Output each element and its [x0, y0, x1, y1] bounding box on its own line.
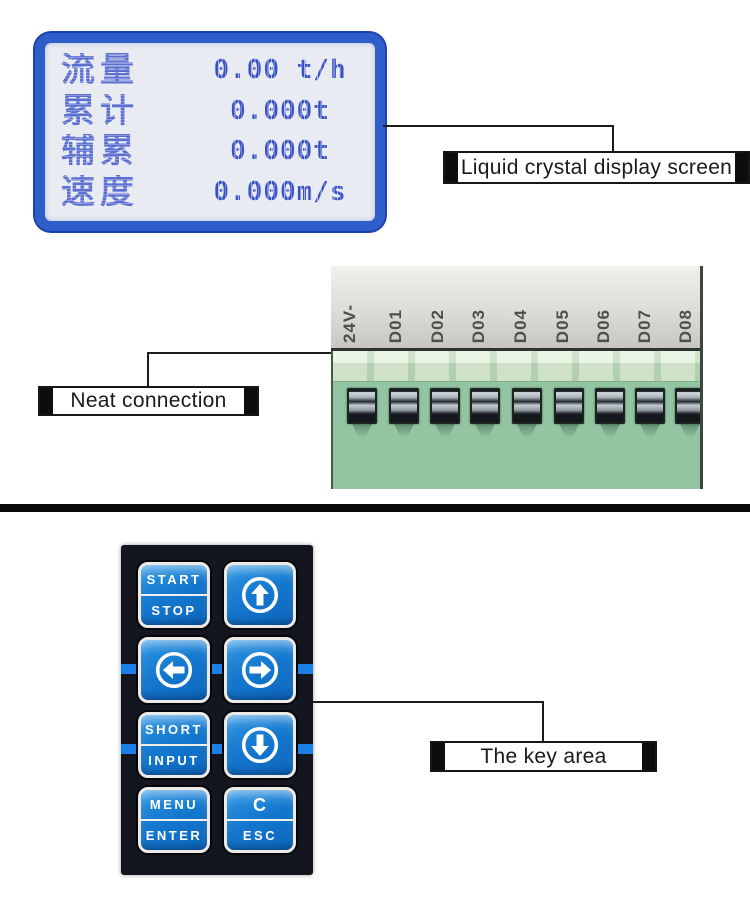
callout-end-cap [432, 743, 445, 770]
arrow-up-icon [241, 576, 279, 614]
arrow-left-icon [155, 651, 193, 689]
callout-end-cap [244, 388, 257, 414]
terminal-slot [347, 388, 377, 424]
button-label-menu: MENU [149, 797, 199, 812]
keypad-button-right [224, 637, 296, 703]
callout-end-cap [642, 743, 655, 770]
lcd-total-label: 累计 [61, 90, 139, 131]
terminal-slot [512, 388, 542, 424]
callout-lcd-text: Liquid crystal display screen [460, 155, 733, 179]
terminal-label-d03: D03 [469, 308, 488, 343]
keypad-button-menu-enter: MENU ENTER [138, 787, 210, 853]
callout-keypad-text: The key area [480, 744, 607, 768]
terminal-block [331, 351, 700, 489]
lcd-row-aux-total: 辅累 0.000t [61, 134, 365, 168]
terminal-marking-panel: 24V- D01 D02 D03 D04 D05 D06 D07 D08 [331, 266, 700, 351]
keypad-button-left [138, 637, 210, 703]
button-label-enter: ENTER [145, 828, 203, 843]
keypad-grid: START STOP [138, 562, 296, 853]
callout-lcd: Liquid crystal display screen [443, 151, 750, 184]
button-label-esc: ESC [242, 828, 278, 843]
keypad-button-up [224, 562, 296, 628]
lcd-aux-total-value: 0.000t [230, 136, 330, 167]
terminal-slot [635, 388, 665, 424]
terminal-slot [470, 388, 500, 424]
terminal-label-d04: D04 [511, 308, 530, 343]
button-label-c: C [253, 794, 267, 815]
keypad-connector-horizontal [313, 701, 544, 703]
callout-end-cap [40, 388, 53, 414]
keypad-stripe-upper [121, 664, 313, 674]
button-label-short: SHORT [145, 722, 203, 737]
lcd-flow-value: 0.00 t/h [213, 55, 347, 85]
terminal-block-top-strip [333, 351, 700, 363]
lcd-speed-value: 0.000m/s [213, 176, 347, 207]
lcd-connector-horizontal [383, 125, 614, 127]
terminal-label-d05: D05 [553, 308, 572, 343]
keypad-button-start-stop: START STOP [138, 562, 210, 628]
keypad-photo: START STOP [121, 545, 313, 875]
terminal-slot [430, 388, 460, 424]
keypad-button-c-esc: C ESC [224, 787, 296, 853]
button-divider [141, 594, 207, 596]
terminal-label-d02: D02 [428, 308, 447, 343]
lcd-screen: 流量 0.00 t/h 累计 0.000t 辅累 0.000t 速度 0.000… [45, 43, 375, 221]
button-divider [227, 819, 293, 821]
section-divider [0, 504, 750, 512]
lcd-display-photo: 流量 0.00 t/h 累计 0.000t 辅累 0.000t 速度 0.000… [35, 33, 385, 231]
button-divider [141, 744, 207, 746]
button-label-start: START [146, 572, 202, 587]
callout-connection-text: Neat connection [70, 389, 227, 412]
terminal-block-cell-strip [333, 363, 700, 382]
lcd-speed-label: 速度 [61, 171, 139, 212]
arrow-down-icon [241, 726, 279, 764]
terminal-slot [595, 388, 625, 424]
keypad-button-down [224, 712, 296, 778]
keypad-connector-vertical [542, 701, 544, 742]
lcd-aux-total-label: 辅累 [61, 131, 139, 172]
callout-connection: Neat connection [38, 386, 259, 416]
terminal-label-24v: 24V- [340, 304, 359, 343]
terminal-label-d07: D07 [635, 308, 654, 343]
terminal-slot [675, 388, 700, 424]
keypad-button-short-input: SHORT INPUT [138, 712, 210, 778]
lcd-total-value: 0.000t [230, 95, 330, 126]
callout-end-cap [735, 153, 748, 182]
keypad-stripe-lower [121, 744, 313, 754]
connection-connector-vertical [147, 352, 149, 388]
lcd-flow-label: 流量 [61, 50, 139, 90]
arrow-right-icon [241, 651, 279, 689]
terminal-slot [554, 388, 584, 424]
callout-keypad: The key area [430, 741, 657, 772]
connection-connector-horizontal [147, 352, 331, 354]
terminal-label-d01: D01 [386, 308, 405, 343]
terminal-label-d06: D06 [594, 308, 613, 343]
lcd-connector-vertical [612, 125, 614, 153]
button-divider [141, 819, 207, 821]
terminal-strip-photo: 24V- D01 D02 D03 D04 D05 D06 D07 D08 [331, 266, 703, 489]
lcd-row-speed: 速度 0.000m/s [61, 175, 365, 209]
terminal-label-d08: D08 [676, 308, 695, 343]
button-label-stop: STOP [151, 603, 197, 618]
button-label-input: INPUT [148, 753, 200, 768]
terminal-slot [389, 388, 419, 424]
callout-end-cap [445, 153, 458, 182]
lcd-row-flow: 流量 0.00 t/h [61, 53, 365, 87]
lcd-row-total: 累计 0.000t [61, 94, 365, 128]
